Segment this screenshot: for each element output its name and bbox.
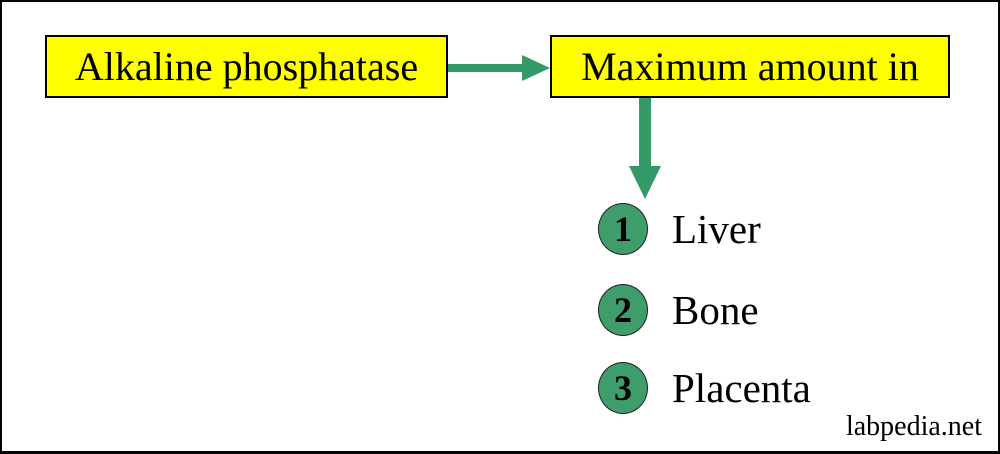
source-box-label: Alkaline phosphatase bbox=[74, 44, 419, 89]
item-number-badge: 3 bbox=[598, 362, 648, 414]
item-number: 1 bbox=[614, 209, 632, 249]
target-box: Maximum amount in bbox=[550, 35, 950, 98]
item-number-badge: 2 bbox=[598, 284, 648, 336]
list-item: 2 Bone bbox=[598, 284, 759, 336]
item-label: Placenta bbox=[672, 365, 811, 411]
watermark: labpedia.net bbox=[845, 411, 982, 442]
item-number: 2 bbox=[614, 290, 632, 330]
item-number-badge: 1 bbox=[598, 203, 648, 255]
list-item: 1 Liver bbox=[598, 203, 761, 255]
item-label: Bone bbox=[672, 287, 759, 333]
target-box-label: Maximum amount in bbox=[581, 44, 919, 89]
list-item: 3 Placenta bbox=[598, 362, 811, 414]
item-number: 3 bbox=[614, 368, 632, 408]
source-box: Alkaline phosphatase bbox=[45, 35, 448, 98]
down-arrow-icon bbox=[629, 98, 661, 199]
item-label: Liver bbox=[672, 206, 761, 252]
right-arrow-icon bbox=[448, 55, 550, 81]
